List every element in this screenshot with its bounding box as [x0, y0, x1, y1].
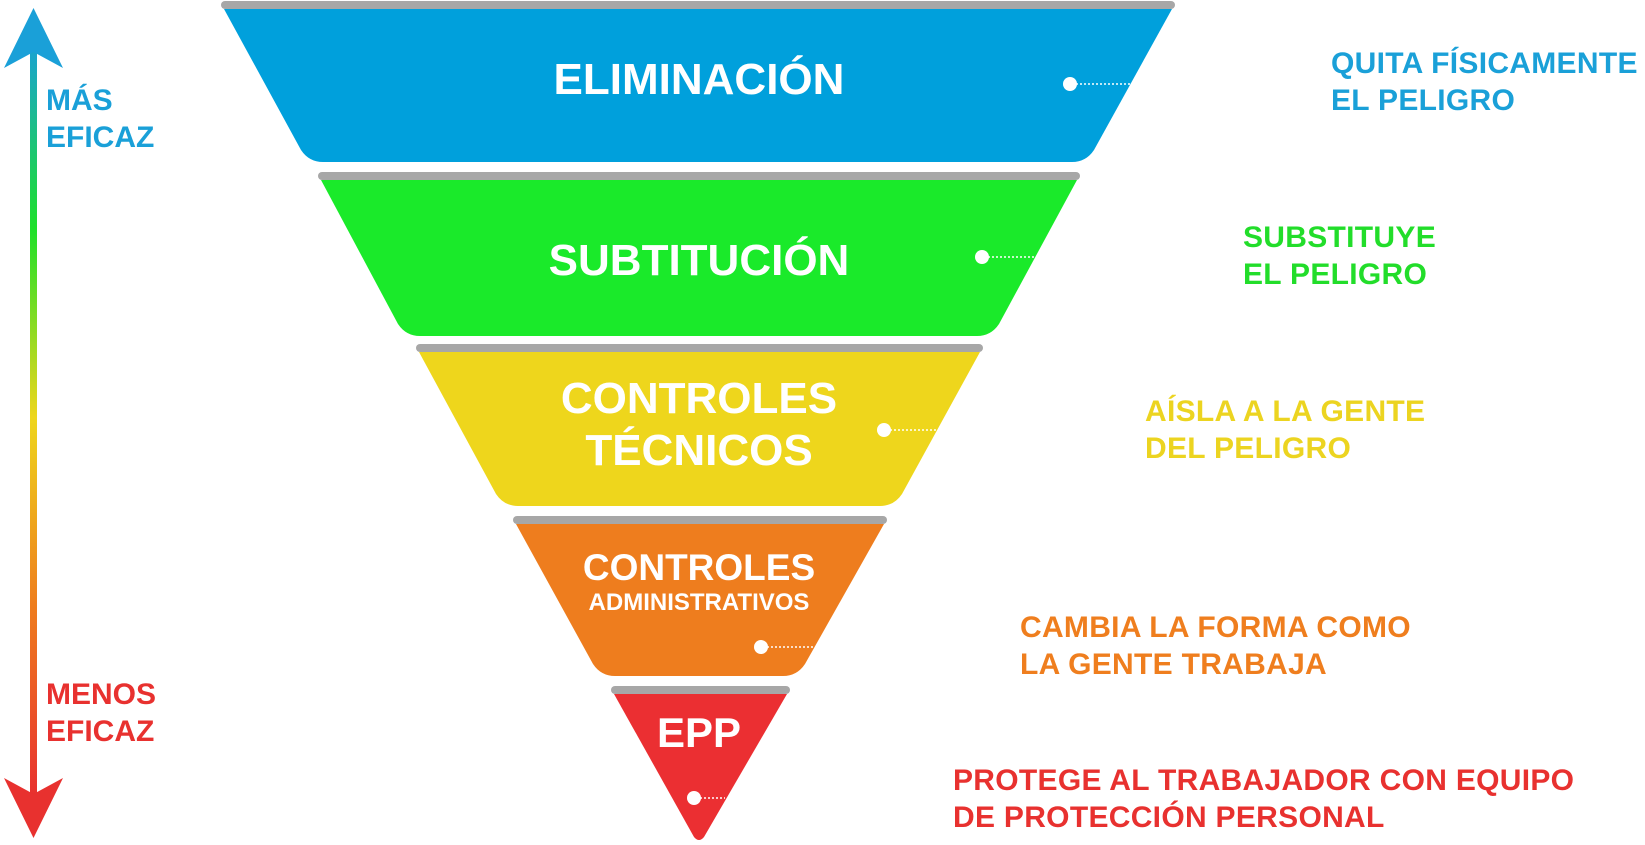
level-epp-shape [614, 694, 787, 840]
desc-epp-line-2: DE PROTECCIÓN PERSONAL [953, 801, 1385, 834]
effectiveness-axis [4, 8, 63, 838]
desc-controles-administrativos-line-2: LA GENTE TRABAJA [1020, 648, 1328, 681]
desc-epp: PROTEGE AL TRABAJADOR CON EQUIPO DE PROT… [953, 762, 1574, 836]
desc-sustitucion-line-1: SUBSTITUYE [1243, 221, 1437, 254]
level-sustitucion-title-1: SUBTITUCIÓN [549, 235, 850, 285]
axis-label-top-line-2: EFICAZ [46, 121, 155, 154]
desc-sustitucion-line-2: EL PELIGRO [1243, 258, 1428, 291]
level-eliminacion-cap [221, 1, 1175, 9]
desc-controles-administrativos: CAMBIA LA FORMA COMO LA GENTE TRABAJA [1020, 609, 1411, 683]
axis-arrow-down-icon [4, 778, 63, 838]
desc-eliminacion-line-1: QUITA FÍSICAMENTE [1331, 47, 1638, 80]
level-epp: EPP [611, 686, 790, 840]
axis-label-top-line-1: MÁS [46, 84, 113, 117]
desc-controles-tecnicos-line-1: AÍSLA A LA GENTE [1145, 395, 1426, 428]
desc-epp-line-1: PROTEGE AL TRABAJADOR CON EQUIPO [953, 764, 1575, 797]
axis-label-bottom: MENOS EFICAZ [46, 676, 156, 750]
desc-eliminacion-line-2: EL PELIGRO [1331, 84, 1516, 117]
axis-line [30, 40, 37, 795]
desc-controles-tecnicos-line-2: DEL PELIGRO [1145, 432, 1352, 465]
level-eliminacion-shape [224, 9, 1172, 162]
desc-sustitucion: SUBSTITUYE EL PELIGRO [1243, 219, 1436, 293]
level-controles-tecnicos-cap [416, 344, 983, 352]
level-eliminacion: ELIMINACIÓN [221, 1, 1175, 162]
level-sustitucion: SUBTITUCIÓN [318, 172, 1080, 336]
axis-label-bottom-line-1: MENOS [46, 678, 157, 711]
desc-controles-administrativos-line-1: CAMBIA LA FORMA COMO [1020, 611, 1411, 644]
level-controles-tecnicos-title-1: CONTROLES [561, 374, 837, 423]
axis-label-top: MÁS EFICAZ [46, 82, 154, 156]
desc-controles-tecnicos: AÍSLA A LA GENTE DEL PELIGRO [1145, 393, 1425, 467]
pyramid-levels: ELIMINACIÓNSUBTITUCIÓNCONTROLESTÉCNICOSC… [221, 1, 1175, 840]
level-eliminacion-dot [1063, 77, 1077, 91]
level-sustitucion-cap [318, 172, 1080, 180]
level-controles-administrativos-dot [754, 640, 768, 654]
level-controles-tecnicos-dot [877, 423, 891, 437]
level-controles-tecnicos-shape [419, 352, 980, 506]
level-controles-administrativos-title-1: CONTROLES [583, 547, 815, 588]
level-controles-tecnicos-title-2: TÉCNICOS [585, 425, 812, 475]
level-sustitucion-dot [975, 250, 989, 264]
level-eliminacion-title-1: ELIMINACIÓN [554, 54, 845, 104]
axis-label-bottom-line-2: EFICAZ [46, 715, 155, 748]
desc-eliminacion: QUITA FÍSICAMENTE EL PELIGRO [1331, 45, 1638, 119]
level-sustitucion-shape [321, 180, 1077, 336]
level-controles-administrativos-subtitle: ADMINISTRATIVOS [589, 589, 810, 616]
level-epp-title-1: EPP [657, 709, 741, 756]
level-controles-administrativos-cap [513, 516, 887, 524]
level-epp-dot [687, 791, 701, 805]
level-epp-cap [611, 686, 790, 694]
axis-arrow-up-icon [4, 8, 63, 68]
level-controles-administrativos-shape [516, 524, 884, 676]
